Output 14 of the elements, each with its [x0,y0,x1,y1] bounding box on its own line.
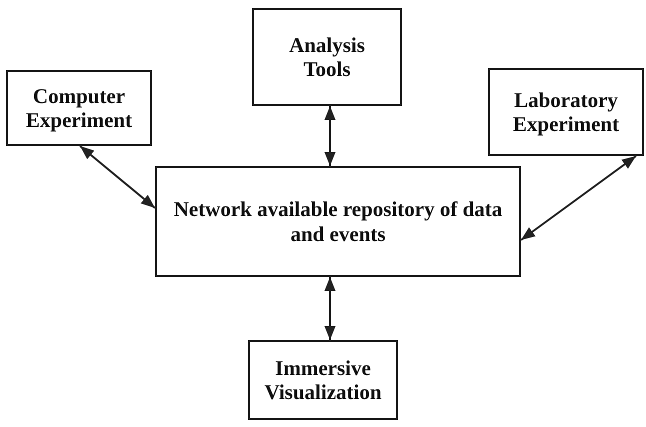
process-box [6,70,152,146]
arrow [79,145,156,209]
process-box [155,166,521,277]
process-box [488,68,644,156]
arrow [324,106,336,166]
process-box [248,340,398,420]
arrow [520,155,637,241]
box-label: Network available repository of data and events [173,197,503,246]
box-label: Analysis Tools [288,32,366,82]
box-label: Immersive Visualization [263,356,383,404]
box-label: Laboratory Experiment [512,88,620,136]
box-label: Computer Experiment [24,84,134,132]
arrow [324,277,336,340]
process-box [252,8,402,106]
